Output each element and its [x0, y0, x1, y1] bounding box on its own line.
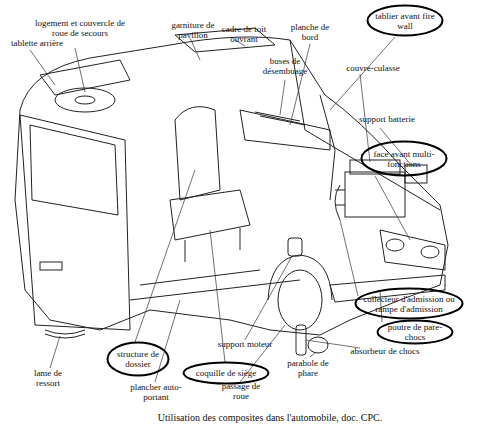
circled-part-label: poutre de pare-chocs — [376, 319, 454, 345]
shock-absorber — [296, 325, 306, 355]
intake-manifold — [335, 185, 345, 220]
headlight — [421, 246, 439, 258]
node-text-wrap: collecteur d'admission ou rampe d'admiss… — [354, 287, 464, 320]
circled-part-label: structure de dossier — [106, 341, 170, 377]
part-label: plancher auto-portant — [128, 382, 184, 402]
headlight — [386, 239, 404, 251]
ellipse-outline — [378, 321, 453, 344]
seat-base — [185, 228, 240, 262]
part-label: logement et couvercle de roue de secours — [28, 18, 132, 38]
leader-lines — [30, 37, 412, 382]
door-window — [30, 125, 118, 215]
engine-block — [345, 172, 405, 217]
dashboard — [240, 110, 330, 150]
circled-part-label: collecteur d'admission ou rampe d'admiss… — [354, 287, 464, 320]
wheel-arch — [268, 255, 332, 300]
ellipse-outline — [362, 142, 447, 176]
open-door — [20, 115, 130, 330]
front-face — [380, 230, 445, 270]
rear-shelf — [40, 60, 130, 95]
part-label: buses de désembuage — [258, 56, 312, 76]
firewall — [320, 95, 335, 200]
leader-line — [75, 48, 85, 92]
windshield — [290, 40, 440, 210]
part-name: coquille de siège — [196, 368, 256, 378]
front-wheel — [278, 270, 322, 330]
part-name: poutre de pare-chocs — [382, 322, 448, 342]
node-text-wrap: face avant multi-fonctions — [360, 140, 448, 177]
ellipse-outline — [108, 343, 169, 376]
leader-line — [155, 300, 180, 382]
part-label: tablette arrière — [0, 38, 74, 48]
leader-line — [50, 336, 60, 368]
part-label: passage de roue — [216, 381, 266, 401]
ellipse-outline — [368, 6, 443, 36]
leader-line — [375, 176, 410, 240]
part-label: planche de bord — [290, 22, 330, 42]
part-label: couvre-culasse — [336, 63, 410, 73]
ellipse-outline — [184, 363, 269, 384]
leader-line — [190, 38, 200, 60]
part-label: support batterie — [346, 114, 428, 124]
part-label: support moteur — [206, 339, 284, 349]
leader-line — [340, 220, 358, 296]
leader-line — [30, 50, 55, 85]
part-name: face avant multi-fonctions — [366, 149, 442, 169]
part-name: collecteur d'admission ou rampe d'admiss… — [360, 294, 458, 314]
leader-line — [310, 352, 316, 357]
headlamp-reflector — [308, 337, 328, 353]
node-text-wrap: structure de dossier — [106, 341, 170, 377]
leader-line — [280, 80, 285, 115]
part-label: absorbeur de chocs — [326, 346, 444, 356]
part-label: cadre de toit ouvrant — [220, 24, 268, 44]
part-name: structure de dossier — [112, 349, 164, 369]
engine-mount — [288, 238, 302, 256]
part-name: tablier avant fire wall — [372, 11, 438, 31]
figure-caption: Utilisation des composites dans l'automo… — [90, 412, 450, 424]
seat-back — [175, 107, 220, 200]
node-text-wrap: tablier avant fire wall — [366, 4, 444, 37]
node-text-wrap: poutre de pare-chocs — [376, 319, 454, 345]
circled-part-label: tablier avant fire wall — [366, 4, 444, 37]
leader-line — [245, 256, 292, 340]
door-grille — [40, 262, 62, 270]
part-label: parabole de phare — [286, 358, 330, 378]
spare-wheel-hub — [75, 96, 95, 104]
circled-part-label: face avant multi-fonctions — [360, 140, 448, 177]
leaf-spring — [45, 330, 85, 338]
leader-line — [135, 170, 195, 342]
part-label: lame de ressort — [26, 368, 70, 388]
ellipse-outline — [356, 289, 463, 319]
part-label: garniture de pavillon — [166, 20, 220, 40]
